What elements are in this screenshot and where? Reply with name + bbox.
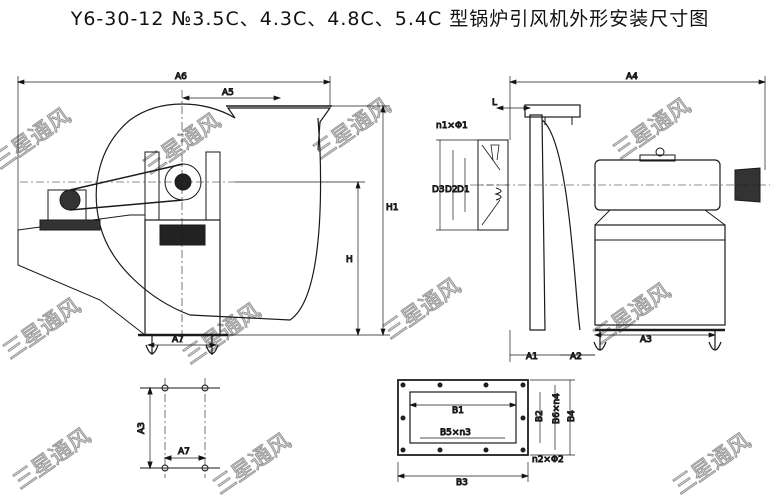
- dim-label-a3-plan: A3: [137, 422, 147, 434]
- watermark: 三星通风: [139, 109, 225, 180]
- dim-label-n2phi2: n2×Φ2: [532, 455, 564, 465]
- watermark: 三星通风: [0, 294, 86, 365]
- dim-label-d1: D1: [457, 185, 470, 195]
- outlet-flange-dimensions: [396, 379, 575, 482]
- dim-label-a1: A1: [526, 352, 538, 362]
- drawing-title: Y6-30-12 №3.5C、4.3C、4.8C、5.4C 型锅炉引风机外形安装…: [70, 8, 710, 30]
- dim-label-b1: B1: [452, 406, 464, 416]
- dim-label-a4: A4: [626, 72, 638, 82]
- side-view-dimensions: [16, 76, 390, 348]
- watermark: 三星通风: [609, 94, 695, 165]
- dim-label-b2: B2: [535, 410, 545, 422]
- dim-label-b3: B3: [456, 478, 468, 488]
- dim-label-a6: A6: [175, 72, 187, 82]
- watermark: 三星通风: [379, 274, 465, 345]
- dim-label-d2: D2: [445, 185, 458, 195]
- watermark: 三星通风: [9, 424, 95, 495]
- dim-label-b4: B4: [567, 410, 577, 422]
- dim-label-h1: H1: [386, 203, 399, 213]
- dim-label-d3: D3: [432, 185, 445, 195]
- watermark: 三星通风: [0, 104, 76, 175]
- dim-label-a2: A2: [570, 352, 582, 362]
- front-view-dimensions: [436, 76, 767, 362]
- dim-label-a5: A5: [222, 88, 234, 98]
- front-view: [470, 104, 770, 351]
- dim-label-a3: A3: [640, 335, 652, 345]
- foundation-plan: [140, 378, 220, 478]
- dim-label-n1phi1: n1×Φ1: [436, 121, 468, 131]
- dim-label-a7-plan: A7: [178, 447, 190, 457]
- watermark: 三星通风: [589, 279, 675, 350]
- dim-label-b5n3: B5×n3: [440, 428, 471, 438]
- watermark: 三星通风: [309, 94, 395, 165]
- dim-label-h: H: [346, 255, 353, 265]
- watermark: 三星通风: [209, 429, 295, 500]
- dim-label-l: L: [492, 98, 497, 108]
- side-view: [17, 90, 332, 355]
- watermark: 三星通风: [669, 429, 755, 500]
- dim-label-b6n4: B6×n4: [552, 393, 562, 424]
- dim-label-a7: A7: [172, 335, 184, 345]
- outlet-flange: [397, 379, 529, 456]
